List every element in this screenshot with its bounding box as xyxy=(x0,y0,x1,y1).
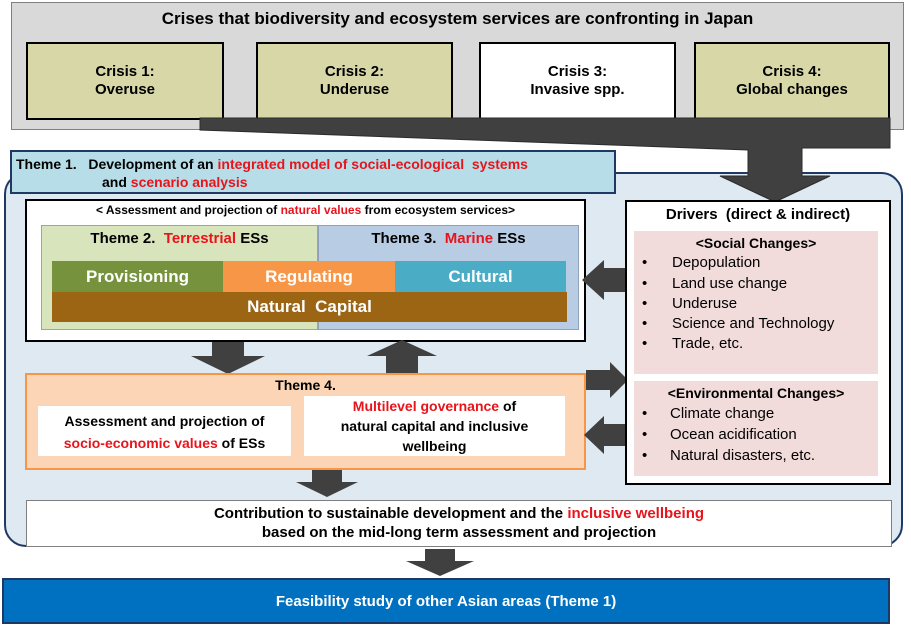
crisis-3-label: Crisis 3: xyxy=(547,63,608,80)
gov-line2: natural capital and inclusive xyxy=(340,418,529,434)
theme2-suffix: ESs xyxy=(236,230,269,247)
crisis-2-label: Crisis 2: xyxy=(324,63,385,80)
contribution-line2: based on the mid-long term assessment an… xyxy=(261,524,657,541)
cultural-service: Cultural xyxy=(395,261,566,292)
theme1-highlight-model: integrated model of social-ecological sy… xyxy=(217,156,528,172)
theme3-title: Theme 3. Marine ESs xyxy=(318,230,579,247)
drivers-title: Drivers (direct & indirect) xyxy=(665,206,851,223)
theme1-line2-prefix: and xyxy=(102,174,131,190)
environmental-changes-title: <Environmental Changes> xyxy=(667,385,845,401)
theme3-highlight: Marine xyxy=(444,230,494,247)
theme2-prefix: Theme 2. xyxy=(90,230,164,247)
socio-economic-box: Assessment and projection of socio-econo… xyxy=(38,406,291,456)
theme2-title: Theme 2. Terrestrial ESs xyxy=(41,230,318,247)
feasibility-bar: Feasibility study of other Asian areas (… xyxy=(2,578,890,624)
crisis-1-label: Crisis 1: xyxy=(95,63,155,80)
crisis-4-name: Global changes xyxy=(736,81,848,98)
contribution-highlight: inclusive wellbeing xyxy=(567,505,705,522)
socio-highlight: socio-economic values xyxy=(63,435,218,451)
gov-highlight: Multilevel governance xyxy=(352,398,500,414)
crises-title: Crises that biodiversity and ecosystem s… xyxy=(161,9,754,28)
socio-suffix: of ESs xyxy=(217,435,266,451)
crisis-3-name: Invasive spp. xyxy=(530,81,625,98)
gov-suffix: of xyxy=(499,398,517,414)
crisis-4-box: Crisis 4: Global changes xyxy=(694,42,890,120)
theme3-suffix: ESs xyxy=(493,230,526,247)
crisis-1-name: Overuse xyxy=(94,81,156,98)
theme3-prefix: Theme 3. xyxy=(371,230,445,247)
theme1-highlight-scenario: scenario analysis xyxy=(130,174,248,190)
governance-box: Multilevel governance of natural capital… xyxy=(304,396,565,456)
contribution-box: Contribution to sustainable development … xyxy=(26,500,892,547)
assessment-title-suffix: from ecosystem services> xyxy=(361,203,516,217)
assessment-title-highlight: natural values xyxy=(280,203,362,217)
provisioning-service: Provisioning xyxy=(52,261,223,292)
natural-capital-bar: Natural Capital xyxy=(52,292,567,322)
social-changes-title: <Social Changes> xyxy=(695,235,817,251)
socio-line1: Assessment and projection of xyxy=(64,413,265,429)
crisis-2-name: Underuse xyxy=(319,81,390,98)
crisis-4-label: Crisis 4: xyxy=(762,63,822,80)
regulating-service: Regulating xyxy=(223,261,395,292)
gov-line3: wellbeing xyxy=(402,438,467,454)
assessment-title: < Assessment and projection of natural v… xyxy=(25,203,586,217)
theme1-prefix: Theme 1. Development of an xyxy=(16,156,218,172)
assessment-title-prefix: < Assessment and projection of xyxy=(95,203,281,217)
contribution-prefix: Contribution to sustainable development … xyxy=(213,505,568,522)
theme1-header: Theme 1. Development of an integrated mo… xyxy=(10,150,616,194)
environmental-changes-box xyxy=(634,381,878,476)
crisis-1-box: Crisis 1: Overuse xyxy=(26,42,224,120)
theme2-highlight: Terrestrial xyxy=(163,230,237,247)
crisis-3-box: Crisis 3: Invasive spp. xyxy=(479,42,676,120)
social-changes-box xyxy=(634,231,878,374)
theme4-title: Theme 4. xyxy=(275,377,336,393)
